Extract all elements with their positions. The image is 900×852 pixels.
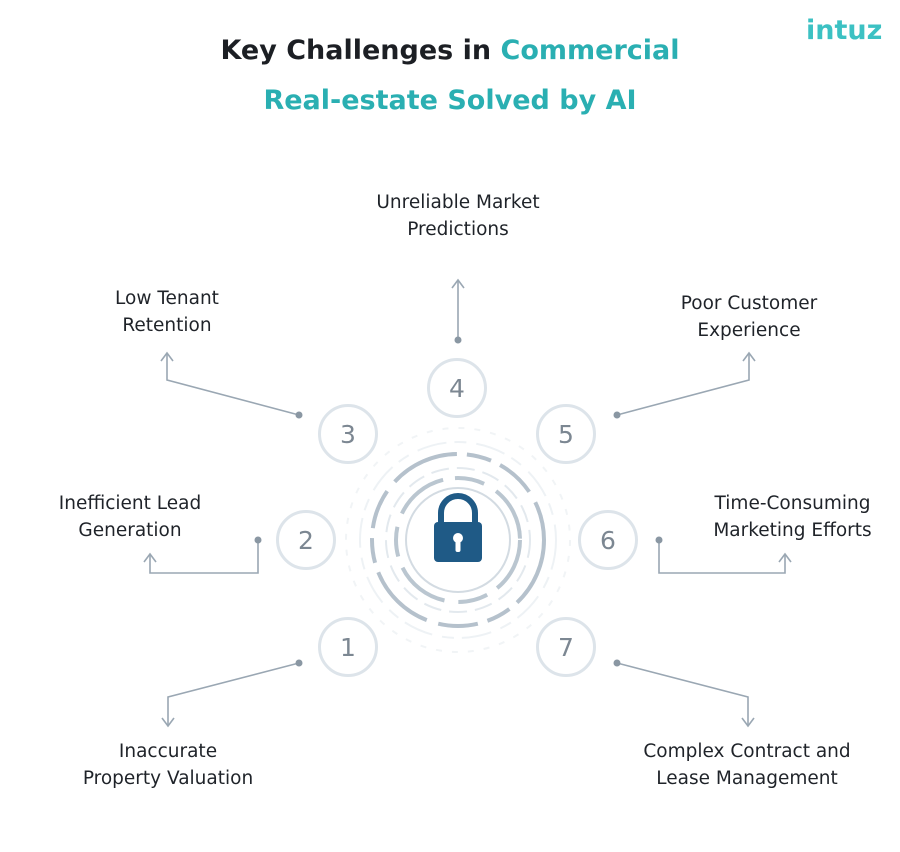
challenge-label-1: Inaccurate Property Valuation xyxy=(48,738,288,792)
challenge-number-4: 4 xyxy=(427,358,487,418)
connector-3 xyxy=(166,354,300,416)
challenge-label-4: Unreliable Market Predictions xyxy=(338,189,578,243)
title-teal-part: Commercial xyxy=(500,35,680,66)
title-dark-part: Key Challenges in xyxy=(220,35,501,66)
padlock-icon xyxy=(434,493,482,562)
intuz-logo: intuz xyxy=(806,15,883,46)
connector-6 xyxy=(658,540,786,574)
challenge-label-1-line2: Property Valuation xyxy=(82,768,254,789)
challenge-label-2-line2: Generation xyxy=(78,520,182,541)
challenge-label-7-line2: Lease Management xyxy=(656,768,838,789)
dot-6 xyxy=(655,536,663,544)
challenge-label-7-line1: Complex Contract and xyxy=(643,741,851,762)
dot-2 xyxy=(254,536,262,544)
center-rings xyxy=(345,427,571,653)
challenge-label-4-line2: Predictions xyxy=(407,219,509,240)
dot-1 xyxy=(295,659,303,667)
page-subtitle: Real-estate Solved by AI xyxy=(263,85,637,116)
challenge-label-7: Complex Contract and Lease Management xyxy=(618,738,876,792)
page-title: Key Challenges in Commercial xyxy=(0,26,900,76)
arrow-5-icon xyxy=(742,351,756,362)
challenge-label-6-line1: Time-Consuming xyxy=(714,493,871,514)
dot-5 xyxy=(613,411,621,419)
challenge-number-7: 7 xyxy=(536,617,596,677)
arrow-4-icon xyxy=(451,278,465,289)
connector-2 xyxy=(149,540,259,574)
arrow-7-icon xyxy=(741,717,755,728)
connector-7 xyxy=(616,662,749,725)
challenge-label-5-line2: Experience xyxy=(697,320,801,341)
challenge-number-2: 2 xyxy=(276,510,336,570)
challenge-label-5: Poor Customer Experience xyxy=(639,290,859,344)
dot-3 xyxy=(295,411,303,419)
challenge-label-6-line2: Marketing Efforts xyxy=(713,520,872,541)
challenge-label-3-line1: Low Tenant xyxy=(115,288,219,309)
challenge-label-3: Low Tenant Retention xyxy=(77,285,257,339)
challenge-number-6: 6 xyxy=(578,510,638,570)
challenge-number-1: 1 xyxy=(318,617,378,677)
challenge-label-5-line1: Poor Customer xyxy=(680,293,818,314)
challenge-label-2: Inefficient Lead Generation xyxy=(30,490,230,544)
dot-7 xyxy=(613,659,621,667)
arrow-6-icon xyxy=(778,552,792,563)
connectors xyxy=(143,278,792,728)
challenge-label-6: Time-Consuming Marketing Efforts xyxy=(690,490,895,544)
dot-4 xyxy=(454,336,462,344)
challenge-label-4-line1: Unreliable Market xyxy=(376,192,540,213)
challenge-number-5: 5 xyxy=(536,404,596,464)
challenge-number-3: 3 xyxy=(318,404,378,464)
arrow-3-icon xyxy=(160,351,174,362)
challenge-label-2-line1: Inefficient Lead xyxy=(58,493,202,514)
arrow-1-icon xyxy=(161,717,175,728)
challenge-label-3-line2: Retention xyxy=(122,315,212,336)
connector-5 xyxy=(616,354,750,416)
challenge-label-1-line1: Inaccurate xyxy=(118,741,218,762)
connector-dots xyxy=(254,336,663,667)
connector-1 xyxy=(167,662,300,725)
arrow-2-icon xyxy=(143,552,157,563)
